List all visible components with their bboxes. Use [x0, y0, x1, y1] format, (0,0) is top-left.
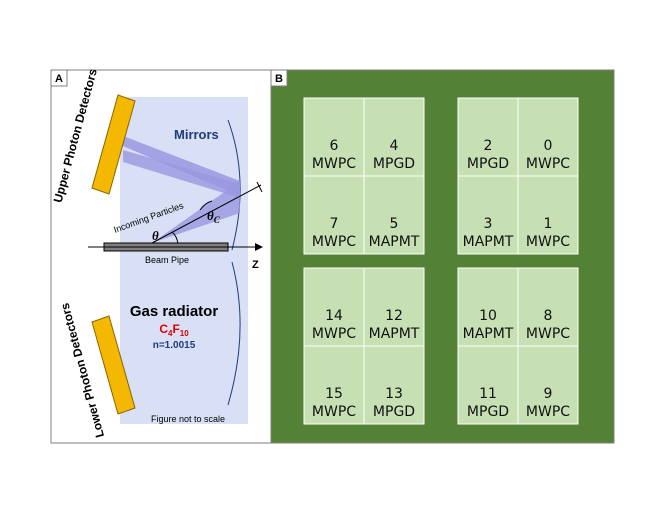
detector-cell-box [457, 175, 519, 255]
detector-cell-box [517, 175, 579, 255]
detector-cell-type: MAPMT [369, 326, 420, 342]
detector-cell-box [517, 97, 579, 177]
detector-cell-type: MWPC [312, 234, 356, 250]
detector-grid: 6MWPC4MPGD7MWPC5MAPMT2MPGD0MWPC3MAPMT1MW… [303, 97, 579, 425]
detector-cell-box [363, 345, 425, 425]
detector-cell-number: 9 [544, 386, 553, 402]
detector-cell-box [517, 267, 579, 347]
particle-track [151, 184, 262, 244]
detector-cell-type: MAPMT [463, 234, 514, 250]
detector-cell-type: MWPC [312, 156, 356, 172]
detector-cell-number: 14 [325, 308, 343, 324]
lower-photon-detector [91, 315, 136, 415]
detector-cell-number: 6 [330, 138, 339, 154]
panel-a-label-box [50, 69, 68, 87]
detector-cell-type: MAPMT [369, 234, 420, 250]
theta-c-arc [199, 200, 213, 211]
panel-a: A Incoming Particles θ θC Z Beam Pipe Up… [50, 67, 272, 444]
panel-a-label: A [55, 73, 63, 85]
detector-cell-number: 0 [544, 138, 553, 154]
detector-cell-box [303, 345, 365, 425]
detector-cell-number: 3 [484, 216, 493, 232]
gas-radiator-label: Gas radiator [130, 303, 219, 320]
detector-cell-type: MAPMT [463, 326, 514, 342]
detector-cell-type: MWPC [526, 326, 570, 342]
detector-cell-number: 8 [544, 308, 553, 324]
cherenkov-light-band-2 [123, 150, 240, 198]
detector-cell-box [457, 267, 519, 347]
detector-cell-number: 15 [325, 386, 343, 402]
cherenkov-light-cone [152, 181, 240, 243]
detector-cell-type: MWPC [312, 404, 356, 420]
detector-cell-box [517, 345, 579, 425]
detector-cell-box [457, 345, 519, 425]
detector-cell-number: 13 [385, 386, 403, 402]
z-axis-label: Z [252, 259, 259, 271]
z-axis-arrowhead [255, 243, 263, 251]
detector-cell-type: MWPC [526, 156, 570, 172]
refractive-index-label: n=1.0015 [153, 340, 196, 351]
detector-cell-type: MPGD [467, 156, 509, 172]
detector-cell-number: 2 [484, 138, 493, 154]
detector-cell-number: 7 [330, 216, 339, 232]
detector-cell-number: 1 [544, 216, 553, 232]
detector-cell-number: 12 [385, 308, 403, 324]
panel-b: B 6MWPC4MPGD7MWPC5MAPMT2MPGD0MWPC3MAPMT1… [270, 69, 615, 444]
detector-cell-box [363, 267, 425, 347]
detector-cell-box [363, 97, 425, 177]
gas-formula: C4F10 [159, 322, 189, 338]
particle-track-endmark [256, 181, 263, 193]
detector-cell-type: MWPC [526, 234, 570, 250]
panel-b-label: B [275, 73, 283, 85]
not-to-scale-note: Figure not to scale [151, 414, 225, 424]
detector-cell-type: MPGD [373, 404, 415, 420]
detector-cell-number: 4 [390, 138, 399, 154]
detector-cell-number: 11 [479, 386, 497, 402]
panel-b-label-box [270, 69, 288, 87]
detector-cell-number: 10 [479, 308, 497, 324]
detector-cell-type: MPGD [373, 156, 415, 172]
detector-cell-number: 5 [390, 216, 399, 232]
detector-cell-type: MPGD [467, 404, 509, 420]
lower-mirror [227, 261, 241, 406]
detector-cell-type: MWPC [312, 326, 356, 342]
mirrors-label: Mirrors [174, 127, 219, 142]
beam-pipe-label: Beam Pipe [145, 255, 189, 265]
detector-cell-box [303, 175, 365, 255]
upper-photon-detector [91, 94, 136, 195]
detector-cell-box [363, 175, 425, 255]
detector-cell-box [457, 97, 519, 177]
theta-label: θ [152, 228, 159, 243]
theta-c-label: θC [207, 208, 221, 225]
detector-cell-type: MWPC [526, 404, 570, 420]
